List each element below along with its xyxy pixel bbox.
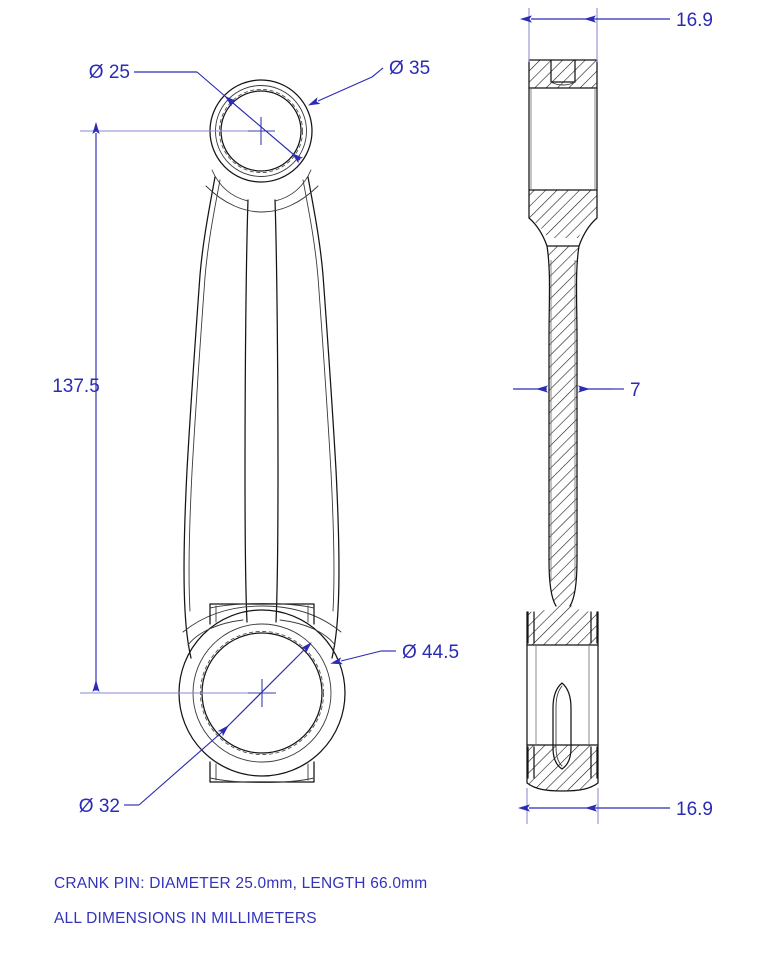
- side-web-left-edge: [546, 245, 557, 607]
- shaft-left-silhouette-inner: [188, 179, 221, 612]
- cap-boss-upper: [209, 603, 315, 625]
- dimension-small-end-outer: Ø 35: [307, 58, 430, 106]
- side-web-hatch: [547, 246, 579, 604]
- dimension-big-end-bore-text: Ø 32: [79, 796, 120, 817]
- front-elevation-view: 137.5 Ø 25 Ø 35 Ø 44.5 Ø 32: [52, 58, 459, 817]
- oil-slot-inner: [555, 685, 563, 767]
- dimension-small-end-bore: Ø 25: [89, 62, 304, 164]
- shaft-right-silhouette: [307, 176, 340, 659]
- side-big-end-shell-left-bottom: [527, 746, 535, 779]
- shaft-right-silhouette-inner: [302, 179, 335, 612]
- side-big-end-shell-right-bottom: [590, 746, 598, 779]
- note-units: ALL DIMENSIONS IN MILLIMETERS: [54, 910, 317, 927]
- big-end-web-shoulder: [182, 605, 342, 633]
- small-end-center-mark: [247, 117, 275, 145]
- dimension-center-to-center: 137.5: [52, 121, 100, 693]
- note-crank-pin: CRANK PIN: DIAMETER 25.0mm, LENGTH 66.0m…: [54, 875, 427, 892]
- dimension-big-end-width-text: 16.9: [676, 799, 713, 820]
- dimension-web-thickness: 7: [513, 380, 641, 401]
- big-end-left-fillet: [187, 619, 244, 646]
- small-end-web-shoulder: [205, 185, 319, 213]
- dimension-small-end-outer-text: Ø 35: [389, 58, 430, 79]
- side-big-end-outline: [526, 611, 599, 792]
- dimension-web-thickness-text: 7: [630, 380, 641, 401]
- dimension-big-end-width: 16.9: [517, 788, 713, 824]
- big-end-center-mark: [248, 679, 276, 707]
- web-right-rib: [274, 199, 279, 623]
- small-end-right-fillet: [274, 169, 312, 202]
- side-big-end-shell-right-top: [590, 611, 598, 644]
- dimension-big-end-bore: Ø 32: [79, 642, 312, 817]
- web-left-rib: [244, 199, 249, 623]
- side-web-right-edge: [569, 245, 580, 607]
- shaft-left-silhouette: [183, 176, 216, 659]
- side-big-end: [526, 604, 599, 792]
- side-small-end-lower-hatch: [529, 190, 597, 238]
- oil-slot: [552, 682, 572, 770]
- dimension-big-end-outer-text: Ø 44.5: [402, 642, 459, 663]
- cap-boss-lower: [209, 761, 315, 783]
- side-section-view: 16.9 7 16.9: [513, 8, 713, 824]
- dimension-small-end-width-text: 16.9: [676, 10, 713, 31]
- big-end-right-fillet: [279, 619, 336, 646]
- dimension-big-end-outer: Ø 44.5: [330, 642, 459, 665]
- side-big-end-shell-left-top: [527, 611, 535, 644]
- drawing-notes: CRANK PIN: DIAMETER 25.0mm, LENGTH 66.0m…: [54, 875, 427, 927]
- dimension-small-end-bore-text: Ø 25: [89, 62, 130, 83]
- side-big-end-upper-hatch: [527, 604, 598, 645]
- dimension-small-end-width: 16.9: [519, 8, 713, 62]
- side-small-end: [528, 59, 598, 247]
- side-small-end-notch: [550, 59, 576, 83]
- rod-body-outline: [178, 79, 346, 783]
- side-web: [546, 245, 580, 607]
- small-end-left-fillet: [211, 169, 249, 202]
- dimension-center-to-center-text: 137.5: [52, 376, 100, 397]
